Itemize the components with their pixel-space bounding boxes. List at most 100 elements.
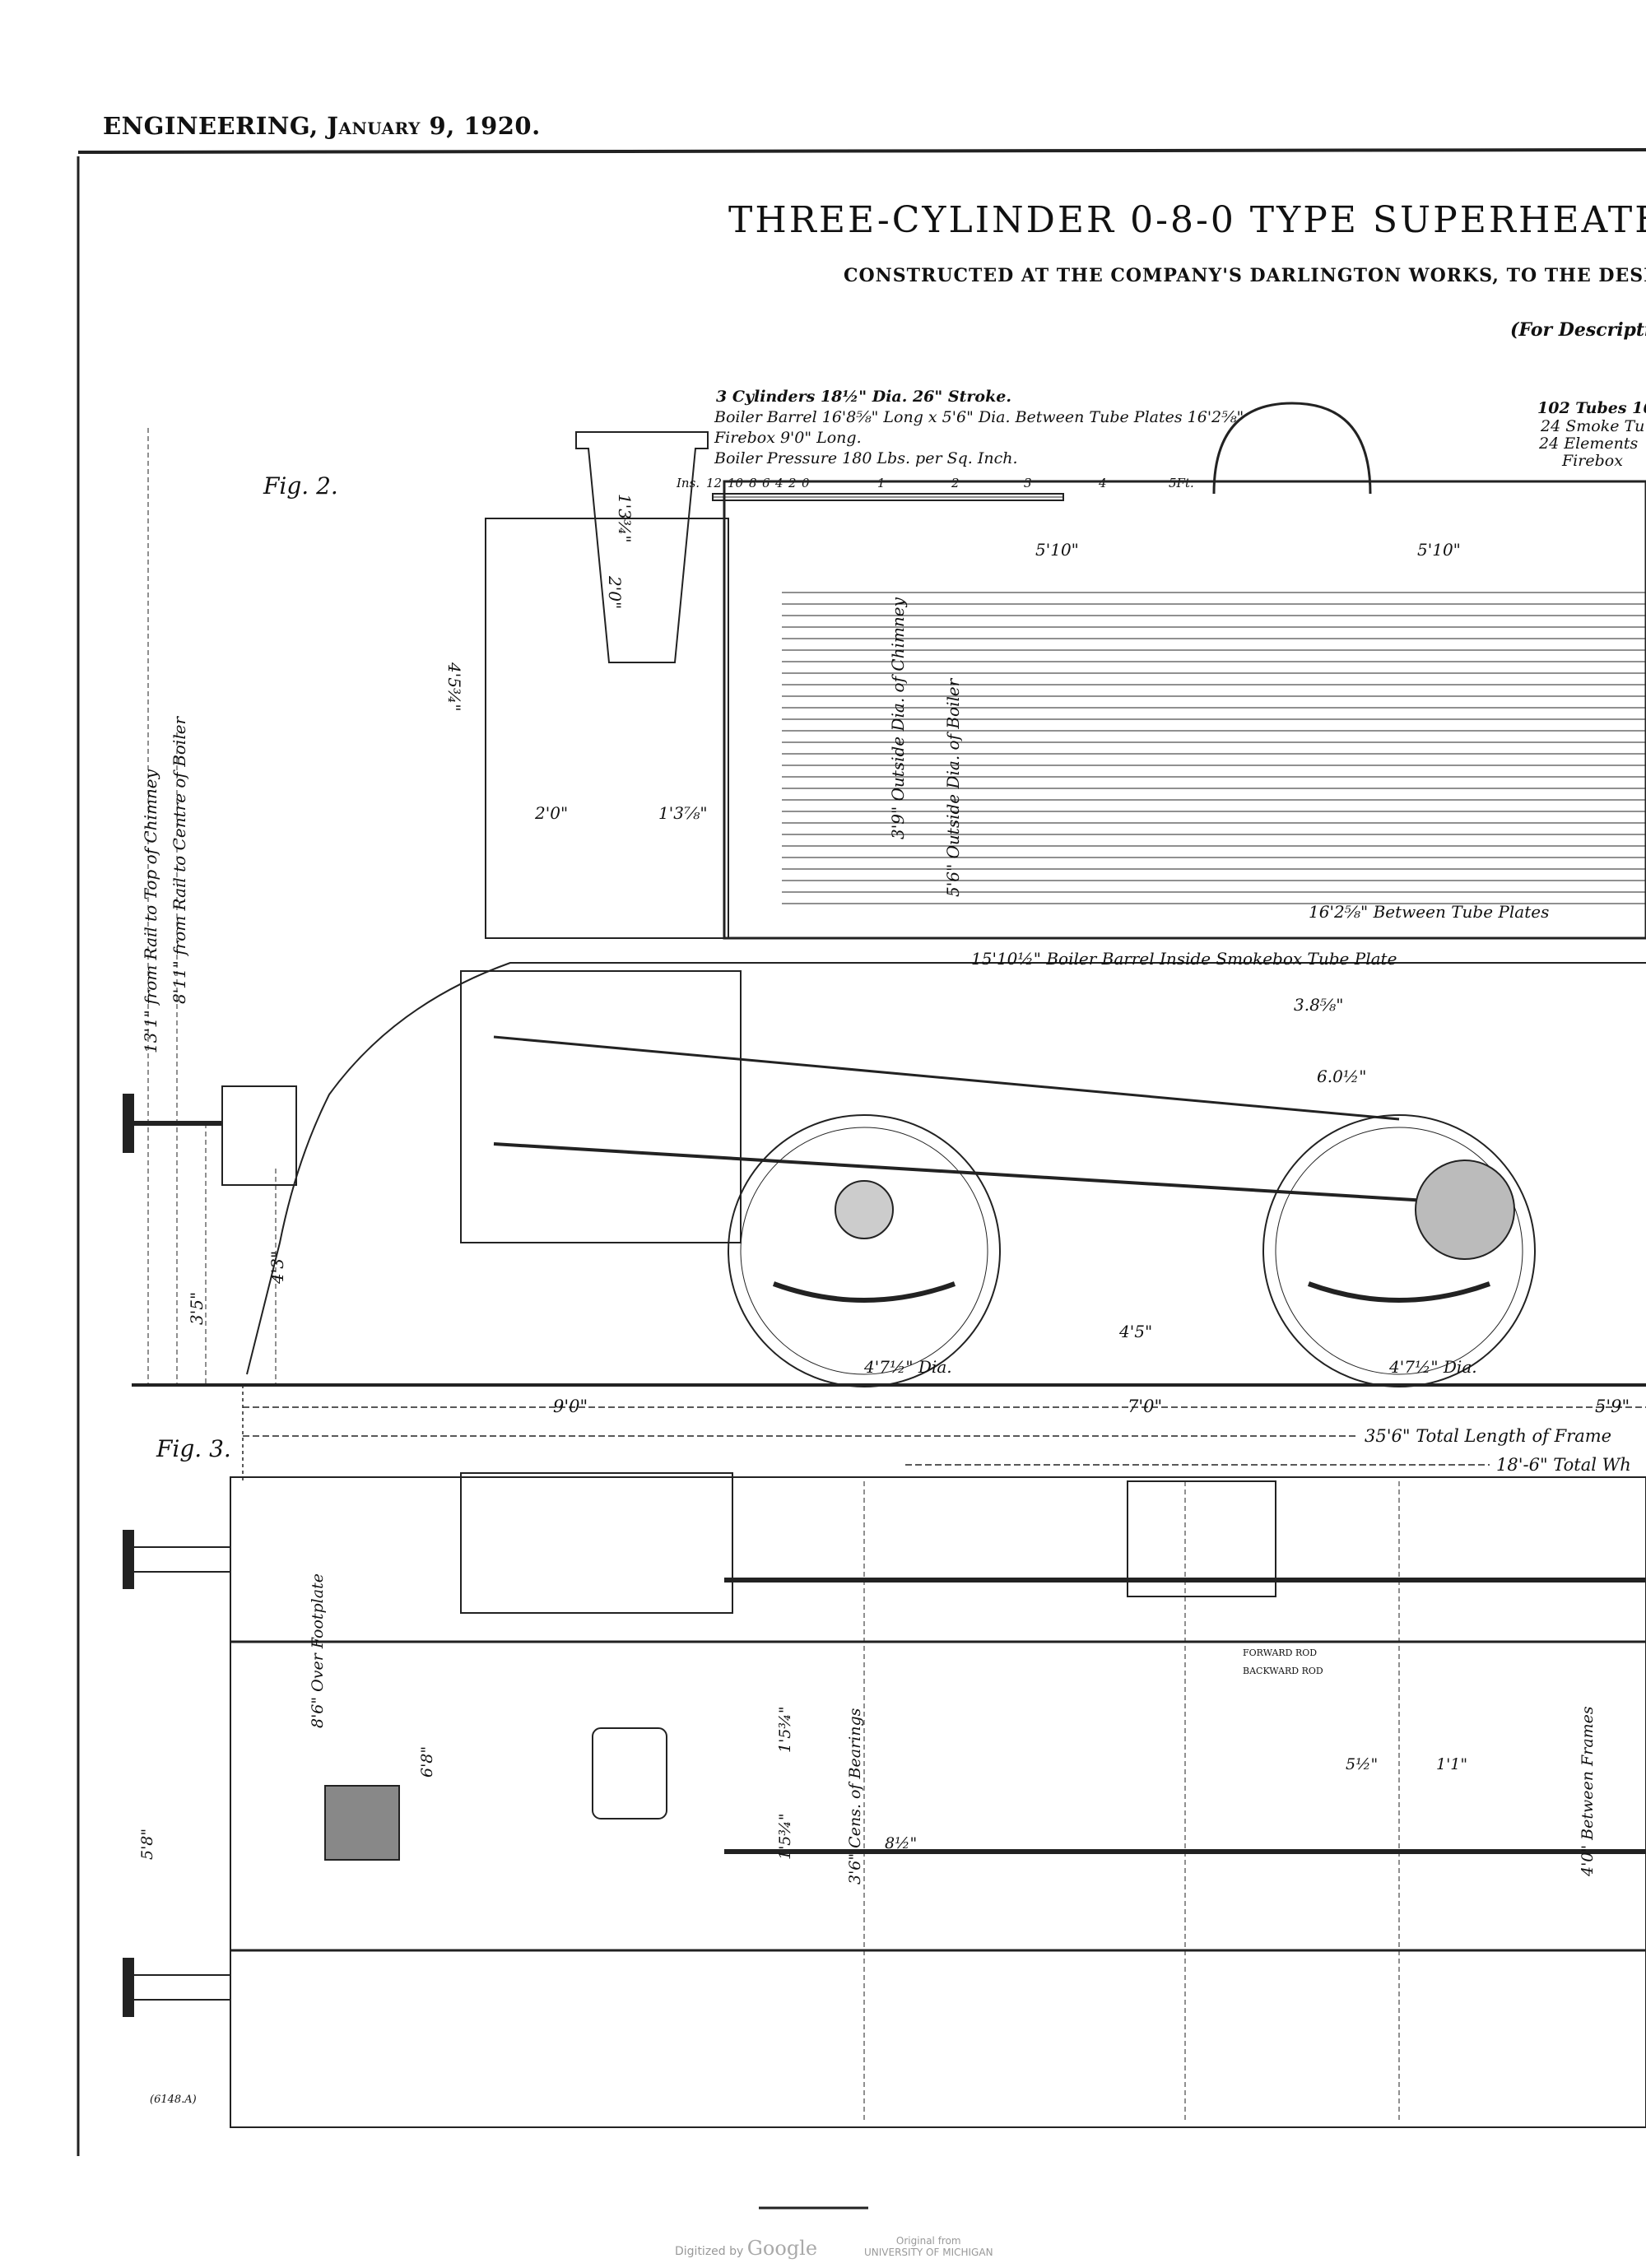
drawing-subtitle: CONSTRUCTED AT THE COMPANY'S DARLINGTON … — [844, 265, 1646, 286]
dim-centres-bearings: 3'6" Cens. of Bearings — [846, 1708, 864, 1885]
university-label: UNIVERSITY OF MICHIGAN — [864, 2247, 993, 2258]
issue-date: January 9, 1920. — [327, 112, 541, 140]
wheel-tyre — [1275, 1127, 1523, 1375]
locomotive-plan — [123, 1472, 1646, 2128]
spec-boiler-pressure: Boiler Pressure 180 Lbs. per Sq. Inch. — [714, 449, 1018, 467]
driving-wheel-1 — [728, 1114, 1001, 1387]
dim-60: 6.0½" — [1317, 1067, 1366, 1086]
dim-total-frame: 35'6" Total Length of Frame — [1365, 1426, 1611, 1446]
dim-55: 5½" — [1346, 1755, 1378, 1773]
dim-chimney-height: 13'1" from Rail to Top of Chimney — [141, 769, 160, 1053]
dim-45: 4'5" — [1118, 1322, 1152, 1341]
dome — [1212, 402, 1372, 495]
dim-chimney: 1'3¾" — [615, 494, 635, 543]
dim-38: 3.8⅝" — [1294, 995, 1343, 1015]
dim-154b: 1'5¾" — [776, 1813, 794, 1860]
scale-tick: 1 — [877, 476, 886, 490]
buffer-beam — [221, 1085, 297, 1186]
dim-58: 5'8" — [138, 1829, 156, 1860]
dim-85: 8½" — [885, 1834, 917, 1852]
dim-smokebox-width: 2'0" — [534, 803, 568, 823]
label-backward-rod: BACKWARD ROD — [1243, 1666, 1323, 1676]
dim-11: 1'1" — [1436, 1755, 1467, 1773]
vertical-dimensions — [147, 428, 277, 1385]
dim-68: 6'8" — [418, 1746, 436, 1778]
spec-cylinders: 3 Cylinders 18½" Dia. 26" Stroke. — [716, 388, 1011, 406]
digitized-by-google: Digitized by Google — [675, 2237, 817, 2260]
wheel-tyre — [740, 1127, 988, 1375]
dim-buffer-height: 3'5" — [187, 1292, 207, 1325]
dim-boiler-dia: 5'6" Outside Dia. of Boiler — [943, 677, 963, 897]
scale-tick: 3 — [1024, 476, 1032, 490]
scale-tick: 6 — [762, 476, 770, 490]
tube-spec: 24 Elements — [1538, 435, 1639, 453]
dim-span-3: 5'9" — [1595, 1397, 1630, 1416]
dim-between-frames: 4'0" Between Frames — [1579, 1706, 1597, 1877]
dim-span-1: 9'0" — [553, 1397, 588, 1416]
scale-tick: 8 — [749, 476, 757, 490]
dim-boiler-centre: 8'11" from Rail to Centre of Boiler — [170, 715, 189, 1004]
plan-cylinder — [460, 1472, 733, 1614]
wheel-dia-label-1: 4'7½" Dia. — [863, 1357, 952, 1377]
running-header: ENGINEERING, January 9, 1920. — [103, 112, 541, 140]
dim-chimney-lower: 2'0" — [605, 575, 625, 609]
scale-label: Ins. — [676, 476, 700, 490]
chimney — [575, 431, 709, 663]
plan-outline — [230, 1476, 1646, 2128]
leaf-spring-2 — [1307, 1281, 1491, 1303]
scale-tick: 0 — [802, 476, 810, 490]
axle-1 — [835, 1180, 894, 1239]
google-logo: Google — [746, 2237, 818, 2260]
plan-buffer-1 — [131, 1546, 231, 1573]
wheel-dia-label-2: 4'7½" Dia. — [1388, 1357, 1477, 1377]
label-forward-rod: FORWARD ROD — [1243, 1648, 1317, 1658]
journal-name: ENGINEERING, — [103, 112, 319, 140]
locomotive-elevation — [123, 402, 1646, 1387]
spec-block: 3 Cylinders 18½" Dia. 26" Stroke. Boiler… — [714, 388, 1244, 467]
drawing-title: THREE-CYLINDER 0-8-0 TYPE SUPERHEATER — [728, 199, 1646, 241]
scale-tick: 10 — [728, 476, 744, 490]
smokebox — [485, 518, 729, 939]
tube-spec: 24 Smoke Tu — [1540, 417, 1644, 435]
dim-span-2: 7'0" — [1128, 1397, 1162, 1416]
plan-crosshead — [1127, 1480, 1276, 1597]
description-reference: (For Description — [1510, 319, 1646, 341]
spec-boiler-barrel: Boiler Barrel 16'8⅝" Long x 5'6" Dia. Be… — [714, 408, 1244, 426]
driving-wheel-2 — [1262, 1114, 1536, 1387]
scale-bar: Ins. 12 10 8 6 4 2 0 1 2 3 4 5Ft. — [676, 476, 1194, 501]
header-rule — [77, 148, 1646, 154]
dim-total-wheelbase: 18'-6" Total Wh — [1496, 1455, 1631, 1475]
original-from-label: Original from — [895, 2235, 961, 2247]
dim-154a: 1'5¾" — [776, 1706, 794, 1753]
fig3-label: Fig. 3. — [156, 1435, 231, 1462]
plan-buffer-2 — [131, 1974, 231, 2001]
dim-between-tube-plates: 16'2⅝" Between Tube Plates — [1309, 902, 1549, 922]
dim-510-left: 5'10" — [1035, 540, 1079, 560]
scale-tick: 2 — [951, 476, 960, 490]
leaf-spring-1 — [772, 1281, 956, 1303]
cylinder-block — [460, 970, 742, 1243]
boiler-barrel — [723, 480, 1646, 940]
dim-chimney-dia: 3'9" Outside Dia. of Chimney — [888, 597, 908, 839]
dim-smokebox-inner: 1'3⅞" — [658, 803, 708, 823]
drawing-number: (6148.A) — [150, 2094, 197, 2106]
scale-tick: 5Ft. — [1169, 476, 1194, 490]
dim-510-right: 5'10" — [1417, 540, 1461, 560]
valve-rod — [493, 1035, 1400, 1121]
buffer-head — [123, 1094, 134, 1153]
spec-firebox: Firebox 9'0" Long. — [714, 429, 862, 447]
scale-tick: 12 — [706, 476, 722, 490]
dim-footplate-height: 4'3" — [267, 1251, 287, 1285]
digitized-label: Digitized by — [675, 2245, 744, 2258]
connecting-rod — [493, 1142, 1441, 1203]
tube-specs: 102 Tubes 16'. 24 Smoke Tu 24 Elements F… — [1537, 399, 1646, 470]
tube-spec: Firebox — [1561, 452, 1623, 470]
footplate-splasher — [246, 962, 1646, 1375]
scale-tick: 2 — [788, 476, 797, 490]
plan-coupling-hook — [324, 1785, 400, 1861]
scale-tick: 4 — [774, 476, 783, 490]
dim-over-footplate: 8'6" Over Footplate — [309, 1573, 327, 1728]
fig2-label: Fig. 2. — [263, 472, 338, 500]
tube-spec: 102 Tubes 16'. — [1537, 399, 1646, 417]
